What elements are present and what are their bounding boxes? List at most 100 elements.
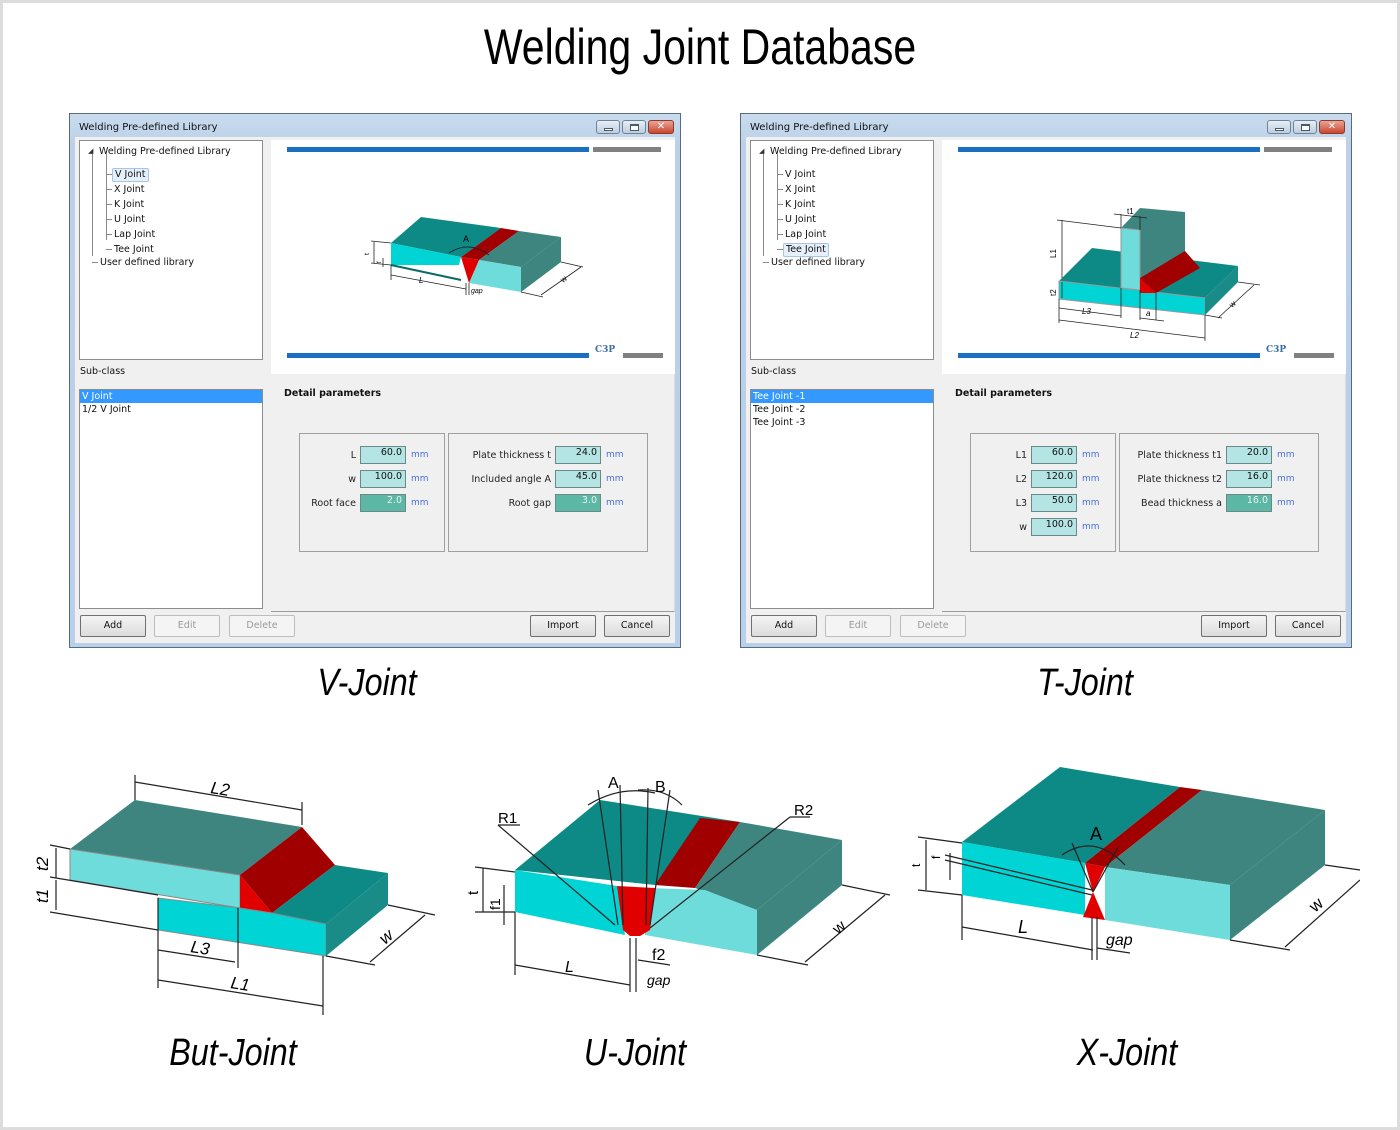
param-input[interactable]: 24.0 xyxy=(555,446,601,464)
plate-side-right xyxy=(645,888,757,955)
param-row: Plate thickness t 24.0 mm xyxy=(449,446,624,464)
label-l: L xyxy=(419,276,423,285)
tree-root-node[interactable]: Welding Pre-defined Library xyxy=(99,146,231,157)
param-row: L 60.0 mm xyxy=(300,446,429,464)
delete-button[interactable]: Delete xyxy=(229,615,295,637)
caption-u-joint: U-Joint xyxy=(583,1032,687,1074)
tree-connector xyxy=(777,204,783,205)
minimize-button[interactable] xyxy=(1267,120,1291,134)
param-input[interactable]: 120.0 xyxy=(1031,470,1077,488)
tree-connector xyxy=(106,204,112,205)
minimize-button[interactable] xyxy=(596,120,620,134)
welding-library-window-v-joint: Welding Pre-defined Library ✕ ◢ Welding P… xyxy=(69,113,681,648)
detail-parameters-panel: Detail parameters L 60.0 mm w 100.0 mm R… xyxy=(271,374,675,612)
expand-triangle-icon[interactable]: ◢ xyxy=(759,147,765,155)
param-unit: mm xyxy=(1082,450,1100,460)
tree-connector xyxy=(763,262,769,263)
param-unit: mm xyxy=(1082,498,1100,508)
tree-item-k-joint[interactable]: K Joint xyxy=(785,199,816,210)
base-plate-end xyxy=(1205,266,1238,315)
subclass-item[interactable]: 1/2 V Joint xyxy=(82,404,131,415)
cancel-button[interactable]: Cancel xyxy=(604,615,670,637)
param-group-dimensions: L 60.0 mm w 100.0 mm Root face 2.0 mm xyxy=(299,433,445,552)
library-tree[interactable]: ◢ Welding Pre-defined Library V Joint X Joi… xyxy=(79,140,263,360)
label-a: A xyxy=(1090,824,1102,844)
plate-top-right xyxy=(695,822,842,910)
tree-item-tee-joint[interactable]: Tee Joint xyxy=(783,243,829,257)
fillet-weld xyxy=(1140,251,1200,293)
maximize-button[interactable] xyxy=(622,120,646,134)
v-joint-preview-diagram: A t f L gap w xyxy=(364,217,584,298)
tree-item-lap-joint[interactable]: Lap Joint xyxy=(114,229,156,240)
cancel-button[interactable]: Cancel xyxy=(1275,615,1341,637)
param-label: Plate thickness t xyxy=(472,449,551,461)
param-input[interactable]: 45.0 xyxy=(555,470,601,488)
param-input[interactable]: 50.0 xyxy=(1031,494,1077,512)
param-input[interactable]: 100.0 xyxy=(360,470,406,488)
title-bar[interactable]: Welding Pre-defined Library ✕ xyxy=(70,114,680,140)
label-b: B xyxy=(655,779,666,796)
param-unit: mm xyxy=(411,474,429,484)
close-button[interactable]: ✕ xyxy=(648,120,674,134)
import-button[interactable]: Import xyxy=(1201,615,1267,637)
tree-connector xyxy=(106,234,112,235)
subclass-item[interactable]: Tee Joint -2 xyxy=(753,404,806,415)
label-l2: L2 xyxy=(209,778,231,800)
subclass-item[interactable]: Tee Joint -3 xyxy=(753,417,806,428)
plate-side-right xyxy=(1105,867,1230,940)
tree-connector xyxy=(777,189,783,190)
add-button[interactable]: Add xyxy=(751,615,817,637)
param-row: L3 50.0 mm xyxy=(971,494,1100,512)
tree-item-lap-joint[interactable]: Lap Joint xyxy=(785,229,827,240)
window-body: ◢ Welding Pre-defined Library V Joint X Joi… xyxy=(75,137,675,643)
label-t1: t1 xyxy=(33,889,52,903)
preview-footer-bar-gray xyxy=(1294,353,1334,358)
library-tree[interactable]: ◢ Welding Pre-defined Library V Joint X Joi… xyxy=(750,140,934,360)
tree-connector xyxy=(92,262,98,263)
tree-item-x-joint[interactable]: X Joint xyxy=(114,184,145,195)
param-input[interactable]: 20.0 xyxy=(1226,446,1272,464)
maximize-button[interactable] xyxy=(1293,120,1317,134)
param-input[interactable]: 16.0 xyxy=(1226,470,1272,488)
tree-item-u-joint[interactable]: U Joint xyxy=(785,214,816,225)
param-row: w 100.0 mm xyxy=(971,518,1100,536)
param-unit: mm xyxy=(606,498,624,508)
tree-connector xyxy=(106,174,112,175)
tree-item-v-joint[interactable]: V Joint xyxy=(112,168,149,182)
subclass-item[interactable]: V Joint xyxy=(80,390,262,403)
weld-top xyxy=(461,228,519,260)
edit-button[interactable]: Edit xyxy=(825,615,891,637)
tree-item-user-defined-library[interactable]: User defined library xyxy=(100,257,195,268)
expand-triangle-icon[interactable]: ◢ xyxy=(88,147,94,155)
label-gap: gap xyxy=(471,288,483,295)
add-button[interactable]: Add xyxy=(80,615,146,637)
param-input[interactable]: 100.0 xyxy=(1031,518,1077,536)
label-t2: t2 xyxy=(33,856,52,871)
butt-joint-diagram: L2 t2 t1 L3 L1 w xyxy=(33,775,436,1015)
param-input[interactable]: 60.0 xyxy=(360,446,406,464)
close-button[interactable]: ✕ xyxy=(1319,120,1345,134)
tree-root-node[interactable]: Welding Pre-defined Library xyxy=(770,146,902,157)
tree-item-tee-joint[interactable]: Tee Joint xyxy=(114,244,154,255)
delete-button[interactable]: Delete xyxy=(900,615,966,637)
param-input[interactable]: 60.0 xyxy=(1031,446,1077,464)
detail-parameters-panel: Detail parameters L1 60.0 mm L2 120.0 mm… xyxy=(942,374,1346,612)
tree-connector xyxy=(777,234,783,235)
label-f1: f1 xyxy=(487,898,503,910)
subclass-item[interactable]: Tee Joint -1 xyxy=(751,390,933,403)
weld-top xyxy=(1085,787,1202,867)
tree-item-user-defined-library[interactable]: User defined library xyxy=(771,257,866,268)
preview-header-bar xyxy=(287,147,589,152)
tree-item-v-joint[interactable]: V Joint xyxy=(785,169,816,180)
tree-item-u-joint[interactable]: U Joint xyxy=(114,214,145,225)
param-label: L1 xyxy=(1015,449,1027,461)
x-joint-diagram: A t f L gap w xyxy=(909,767,1360,960)
title-bar[interactable]: Welding Pre-defined Library ✕ xyxy=(741,114,1351,140)
label-l: L xyxy=(565,959,574,976)
tree-item-x-joint[interactable]: X Joint xyxy=(785,184,816,195)
import-button[interactable]: Import xyxy=(530,615,596,637)
edit-button[interactable]: Edit xyxy=(154,615,220,637)
tree-item-k-joint[interactable]: K Joint xyxy=(114,199,145,210)
